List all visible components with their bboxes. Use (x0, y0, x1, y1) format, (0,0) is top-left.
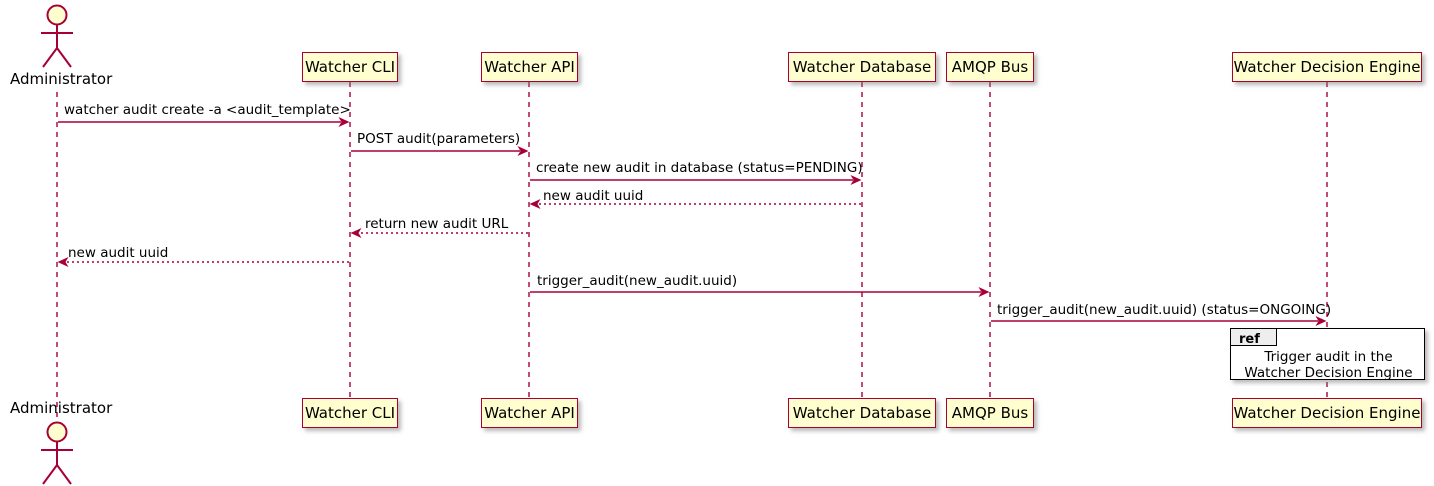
participant-label-amqp-bus-top: AMQP Bus (951, 57, 1029, 76)
participant-label-watcher-cli-top: Watcher CLI (304, 57, 396, 76)
message-arrow-8 (991, 316, 1327, 326)
participant-box-watcher-cli-bottom[interactable]: Watcher CLI (302, 398, 398, 428)
participant-box-watcher-database-bottom[interactable]: Watcher Database (788, 398, 936, 428)
participant-label-watcher-database-bottom: Watcher Database (792, 403, 932, 422)
message-arrow-7 (530, 287, 990, 297)
actor-label-administrator-top: Administrator (10, 70, 113, 88)
ref-fragment-box[interactable]: ref Trigger audit in the Watcher Decisio… (1230, 328, 1425, 381)
participant-box-watcher-cli-top[interactable]: Watcher CLI (302, 52, 398, 82)
message-label-6: new audit uuid (68, 245, 169, 261)
participant-box-amqp-bus-bottom[interactable]: AMQP Bus (946, 398, 1034, 428)
participant-label-watcher-api-top: Watcher API (484, 57, 575, 76)
ref-fragment-tab (1231, 329, 1277, 346)
actor-label-administrator-bottom: Administrator (10, 399, 113, 417)
participant-box-watcher-decision-engine-top[interactable]: Watcher Decision Engine (1232, 52, 1422, 82)
message-label-2: POST audit(parameters) (357, 131, 521, 147)
message-arrow-1 (58, 117, 350, 127)
message-arrow-3 (530, 175, 862, 185)
message-label-8: trigger_audit(new_audit.uuid) (status=ON… (997, 302, 1332, 318)
message-arrow-4 (529, 199, 861, 209)
participant-box-watcher-api-bottom[interactable]: Watcher API (481, 398, 578, 428)
actor-figure-administrator-bottom (41, 421, 73, 485)
message-label-4: new audit uuid (543, 188, 644, 204)
participant-box-watcher-database-top[interactable]: Watcher Database (788, 52, 936, 82)
message-arrow-2 (351, 146, 529, 156)
ref-fragment-text-line-1: Trigger audit in the (1264, 349, 1393, 365)
message-arrow-5 (350, 228, 528, 238)
ref-fragment-tab-label: ref (1239, 332, 1260, 347)
participant-box-watcher-decision-engine-bottom[interactable]: Watcher Decision Engine (1232, 398, 1422, 428)
message-label-1: watcher audit create -a <audit_template> (64, 102, 351, 118)
message-label-7: trigger_audit(new_audit.uuid) (537, 273, 738, 289)
participant-box-amqp-bus-top[interactable]: AMQP Bus (946, 52, 1034, 82)
actor-figure-administrator-top (41, 4, 73, 68)
participant-label-watcher-decision-engine-bottom: Watcher Decision Engine (1233, 403, 1421, 422)
message-label-3: create new audit in database (status=PEN… (536, 160, 863, 176)
participant-label-watcher-decision-engine-top: Watcher Decision Engine (1233, 57, 1421, 76)
participant-label-watcher-cli-bottom: Watcher CLI (304, 403, 396, 422)
participant-label-amqp-bus-bottom: AMQP Bus (951, 403, 1029, 422)
participant-label-watcher-database-top: Watcher Database (792, 57, 932, 76)
participant-label-watcher-api-bottom: Watcher API (484, 403, 575, 422)
ref-fragment-text-line-2: Watcher Decision Engine (1244, 365, 1413, 381)
participant-box-watcher-api-top[interactable]: Watcher API (481, 52, 578, 82)
message-arrow-6 (57, 257, 349, 267)
message-label-5: return new audit URL (365, 216, 509, 232)
